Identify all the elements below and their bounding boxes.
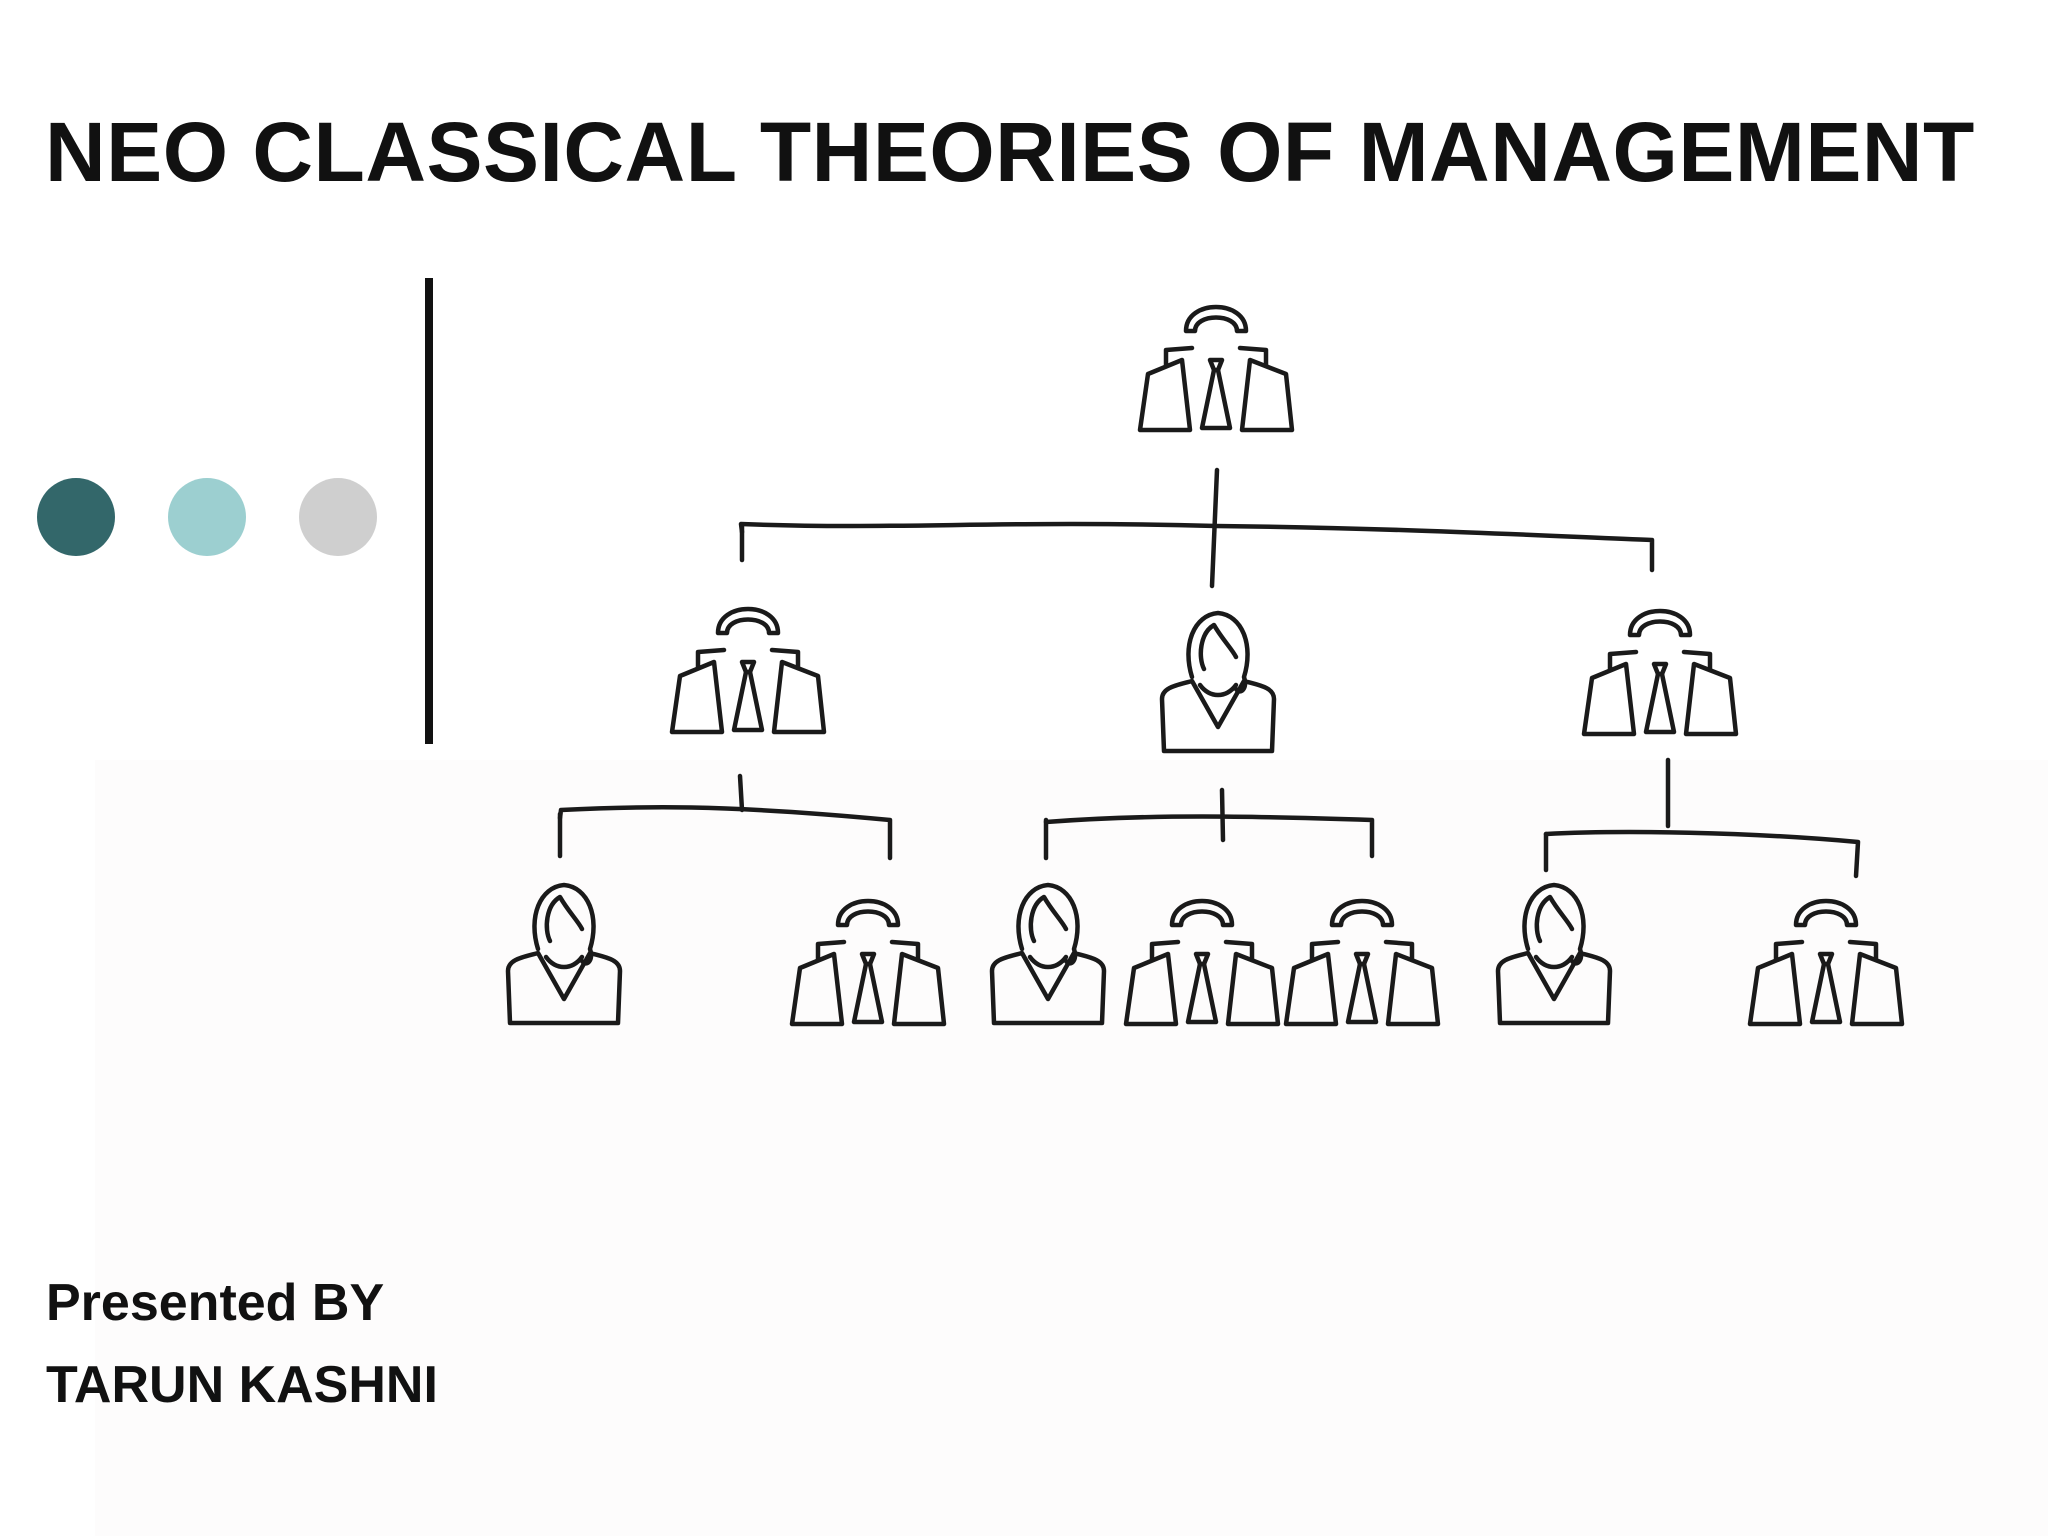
presenter-name: TARUN KASHNI — [46, 1356, 438, 1414]
decor-dot-light-teal — [168, 478, 246, 556]
decor-dot-dark-teal — [37, 478, 115, 556]
slide-background-panel — [95, 760, 2048, 1536]
decor-dot-light-gray — [299, 478, 377, 556]
vertical-divider — [425, 278, 433, 744]
slide-title: NEO CLASSICAL THEORIES OF MANAGEMENT — [45, 105, 1975, 199]
presenter-block: Presented BY TARUN KASHNI — [46, 1262, 438, 1426]
presented-by-label: Presented BY — [46, 1274, 385, 1332]
